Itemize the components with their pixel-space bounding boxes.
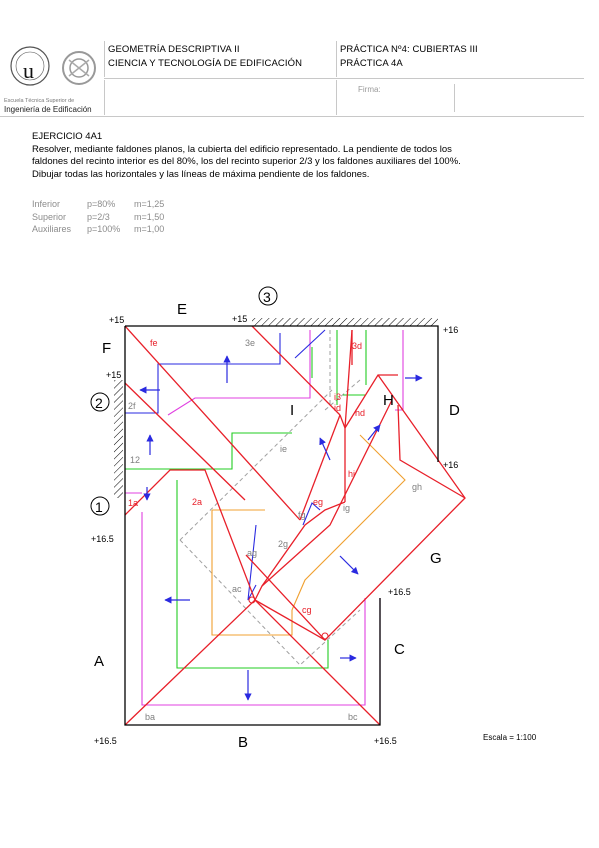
building-outline <box>124 325 439 726</box>
party-wall-hatch <box>114 380 123 498</box>
face-label: fg <box>298 510 306 520</box>
face-label: ie <box>280 444 287 454</box>
logo-school-line1: Escuela Técnica Superior de <box>4 98 75 104</box>
face-label: 3e <box>245 338 255 348</box>
svg-text:+16.5: +16.5 <box>91 534 114 544</box>
face-label: 12 <box>130 455 140 465</box>
face-label: id <box>334 403 341 413</box>
practice-number: PRÁCTICA 4A <box>340 58 403 69</box>
svg-text:E: E <box>177 301 187 318</box>
university-logo: u <box>10 46 96 86</box>
course-subtitle: CIENCIA Y TECNOLOGÍA DE EDIFICACIÓN <box>108 58 303 69</box>
exercise-title: EJERCICIO 4A1 <box>32 131 103 142</box>
logo-school-line2: Ingeniería de Edificación <box>4 105 92 114</box>
face-label: gh <box>412 482 422 492</box>
face-label: 2a <box>192 497 202 507</box>
scale-label: Escala = 1:100 <box>483 733 537 742</box>
face-label: 2f <box>128 401 136 411</box>
face-label: hi <box>348 469 355 479</box>
svg-text:F: F <box>102 340 111 357</box>
exercise-line: Dibujar todas las horizontales y las lín… <box>32 168 370 180</box>
face-label: fe <box>150 338 158 348</box>
header-divider <box>336 80 337 115</box>
circled-numbers: 3 2 1 <box>90 286 278 516</box>
practice-title: PRÁCTICA Nº4: CUBIERTAS III <box>340 44 478 55</box>
face-label: ac <box>232 584 242 594</box>
face-label: eg <box>313 497 323 507</box>
svg-text:C: C <box>394 641 405 658</box>
exercise-line: Resolver, mediante faldones planos, la c… <box>32 143 452 155</box>
face-label: 3d <box>352 341 362 351</box>
elevation-labels: +15 +15 +16 +16 +15 +16.5 +16.5 +16.5 +1… <box>91 314 458 746</box>
exercise-line: faldones del recinto interior es del 80%… <box>32 156 461 167</box>
face-label: ig <box>343 503 350 513</box>
face-labels: fe 3e 2f 12 1a 2a ie i3 id 3d hd hi gh e… <box>128 338 422 722</box>
document-header: u Escuela Técnica Superior de Ingeniería… <box>0 38 599 120</box>
svg-text:2: 2 <box>95 395 103 411</box>
svg-text:B: B <box>238 734 248 751</box>
face-label: i3 <box>334 392 341 402</box>
svg-text:+16.5: +16.5 <box>94 736 117 746</box>
face-label: ag <box>247 548 257 558</box>
header-divider <box>336 41 337 77</box>
svg-text:+15: +15 <box>232 314 247 324</box>
vertex-marker <box>248 596 256 604</box>
svg-text:1: 1 <box>95 499 103 515</box>
party-wall-hatch <box>252 318 438 326</box>
course-title: GEOMETRÍA DESCRIPTIVA II <box>108 44 240 55</box>
svg-text:+16: +16 <box>443 460 458 470</box>
svg-text:3: 3 <box>263 289 271 305</box>
svg-text:+16.5: +16.5 <box>374 736 397 746</box>
svg-text:u: u <box>23 58 34 83</box>
svg-text:I: I <box>290 402 294 419</box>
svg-text:G: G <box>430 550 442 567</box>
svg-text:+15: +15 <box>109 315 124 325</box>
face-label: ba <box>145 712 155 722</box>
header-divider <box>104 80 105 115</box>
svg-text:+15: +15 <box>106 370 121 380</box>
svg-text:H: H <box>383 392 394 409</box>
face-label: 2g <box>278 539 288 549</box>
header-rule <box>104 78 584 79</box>
magenta-horizontals <box>125 330 404 720</box>
red-ridges-valleys <box>124 325 466 726</box>
header-divider <box>104 41 105 77</box>
svg-text:D: D <box>449 402 460 419</box>
svg-text:+16.5: +16.5 <box>388 587 411 597</box>
header-rule <box>0 116 584 117</box>
signature-label: Firma: <box>358 85 381 94</box>
face-label: hd <box>355 408 365 418</box>
header-divider <box>454 84 455 112</box>
svg-text:+16: +16 <box>443 325 458 335</box>
face-label: cg <box>302 605 312 615</box>
face-label: bc <box>348 712 358 722</box>
blue-horizontals <box>125 329 326 601</box>
slope-arrows <box>139 355 423 701</box>
face-label: 1a <box>128 498 138 508</box>
exercise-statement: EJERCICIO 4A1 Resolver, mediante faldone… <box>32 131 572 181</box>
svg-text:A: A <box>94 653 104 670</box>
vertex-marker <box>321 632 329 640</box>
facade-letters: A B C D E F G H I <box>94 301 460 751</box>
